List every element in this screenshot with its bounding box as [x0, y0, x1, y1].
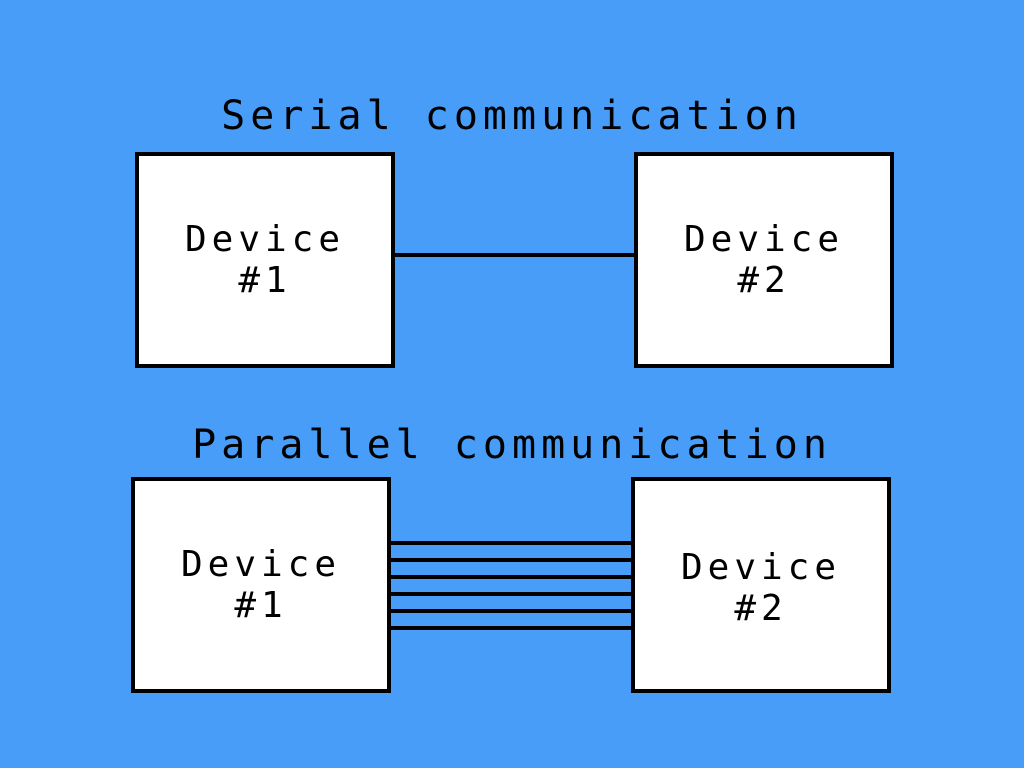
- parallel-wire: [387, 592, 633, 596]
- parallel-device-2-box: Device #2: [631, 477, 891, 693]
- parallel-device-2-name: Device: [680, 547, 842, 588]
- serial-device-1-name: Device: [184, 218, 346, 260]
- serial-device-2-number: #2: [737, 260, 791, 301]
- parallel-wire: [387, 541, 633, 545]
- serial-device-2-box: Device #2: [634, 152, 894, 368]
- serial-title: Serial communication: [221, 93, 803, 139]
- parallel-device-1-box: Device #1: [131, 477, 391, 693]
- parallel-device-1-number: #1: [234, 585, 288, 626]
- parallel-wire: [387, 609, 633, 613]
- parallel-wire: [387, 558, 633, 562]
- parallel-wire: [387, 575, 633, 579]
- parallel-wire: [387, 626, 633, 630]
- serial-device-2-name: Device: [683, 218, 845, 260]
- serial-device-1-number: #1: [238, 260, 292, 301]
- serial-wire: [391, 253, 636, 257]
- serial-device-1-box: Device #1: [135, 152, 395, 368]
- parallel-device-2-number: #2: [734, 588, 788, 630]
- parallel-title: Parallel communication: [192, 422, 832, 468]
- parallel-device-1-name: Device: [180, 543, 342, 585]
